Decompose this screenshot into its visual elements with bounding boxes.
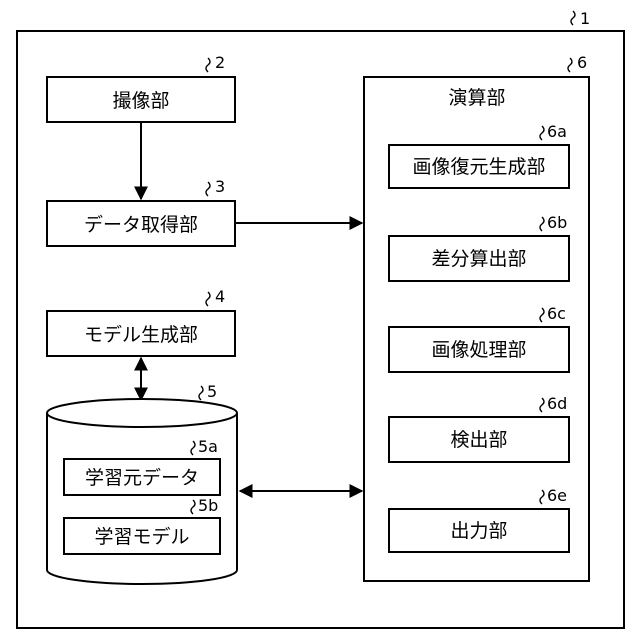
ref-6c: 6c (547, 304, 566, 323)
ref-6d: 6d (547, 394, 567, 413)
ref-6b: 6b (547, 213, 567, 232)
ref-3: 3 (215, 177, 225, 196)
ref-5a: 5a (198, 437, 218, 456)
output-unit-label: 出力部 (450, 520, 507, 542)
ref-5b: 5b (198, 496, 218, 515)
image-restoration-unit-label: 画像復元生成部 (412, 156, 545, 178)
ref-6e: 6e (547, 486, 567, 505)
detection-unit-label: 検出部 (450, 429, 507, 451)
ref-2: 2 (215, 53, 225, 72)
compute-unit-label: 演算部 (448, 87, 505, 109)
image-processing-unit-label: 画像処理部 (431, 339, 526, 361)
difference-calc-unit-label: 差分算出部 (431, 248, 526, 270)
ref-4: 4 (215, 287, 225, 306)
imaging-unit-label: 撮像部 (112, 90, 169, 112)
acquisition-unit-label: データ取得部 (84, 214, 198, 236)
trained-model-label: 学習モデル (94, 526, 189, 548)
ref-5: 5 (207, 382, 217, 401)
ref-6a: 6a (547, 122, 567, 141)
model-generation-unit-label: モデル生成部 (84, 324, 198, 346)
ref-leader-1 (571, 11, 575, 25)
training-data-label: 学習元データ (85, 467, 199, 489)
ref-1: 1 (580, 9, 590, 28)
ref-6: 6 (577, 53, 587, 72)
